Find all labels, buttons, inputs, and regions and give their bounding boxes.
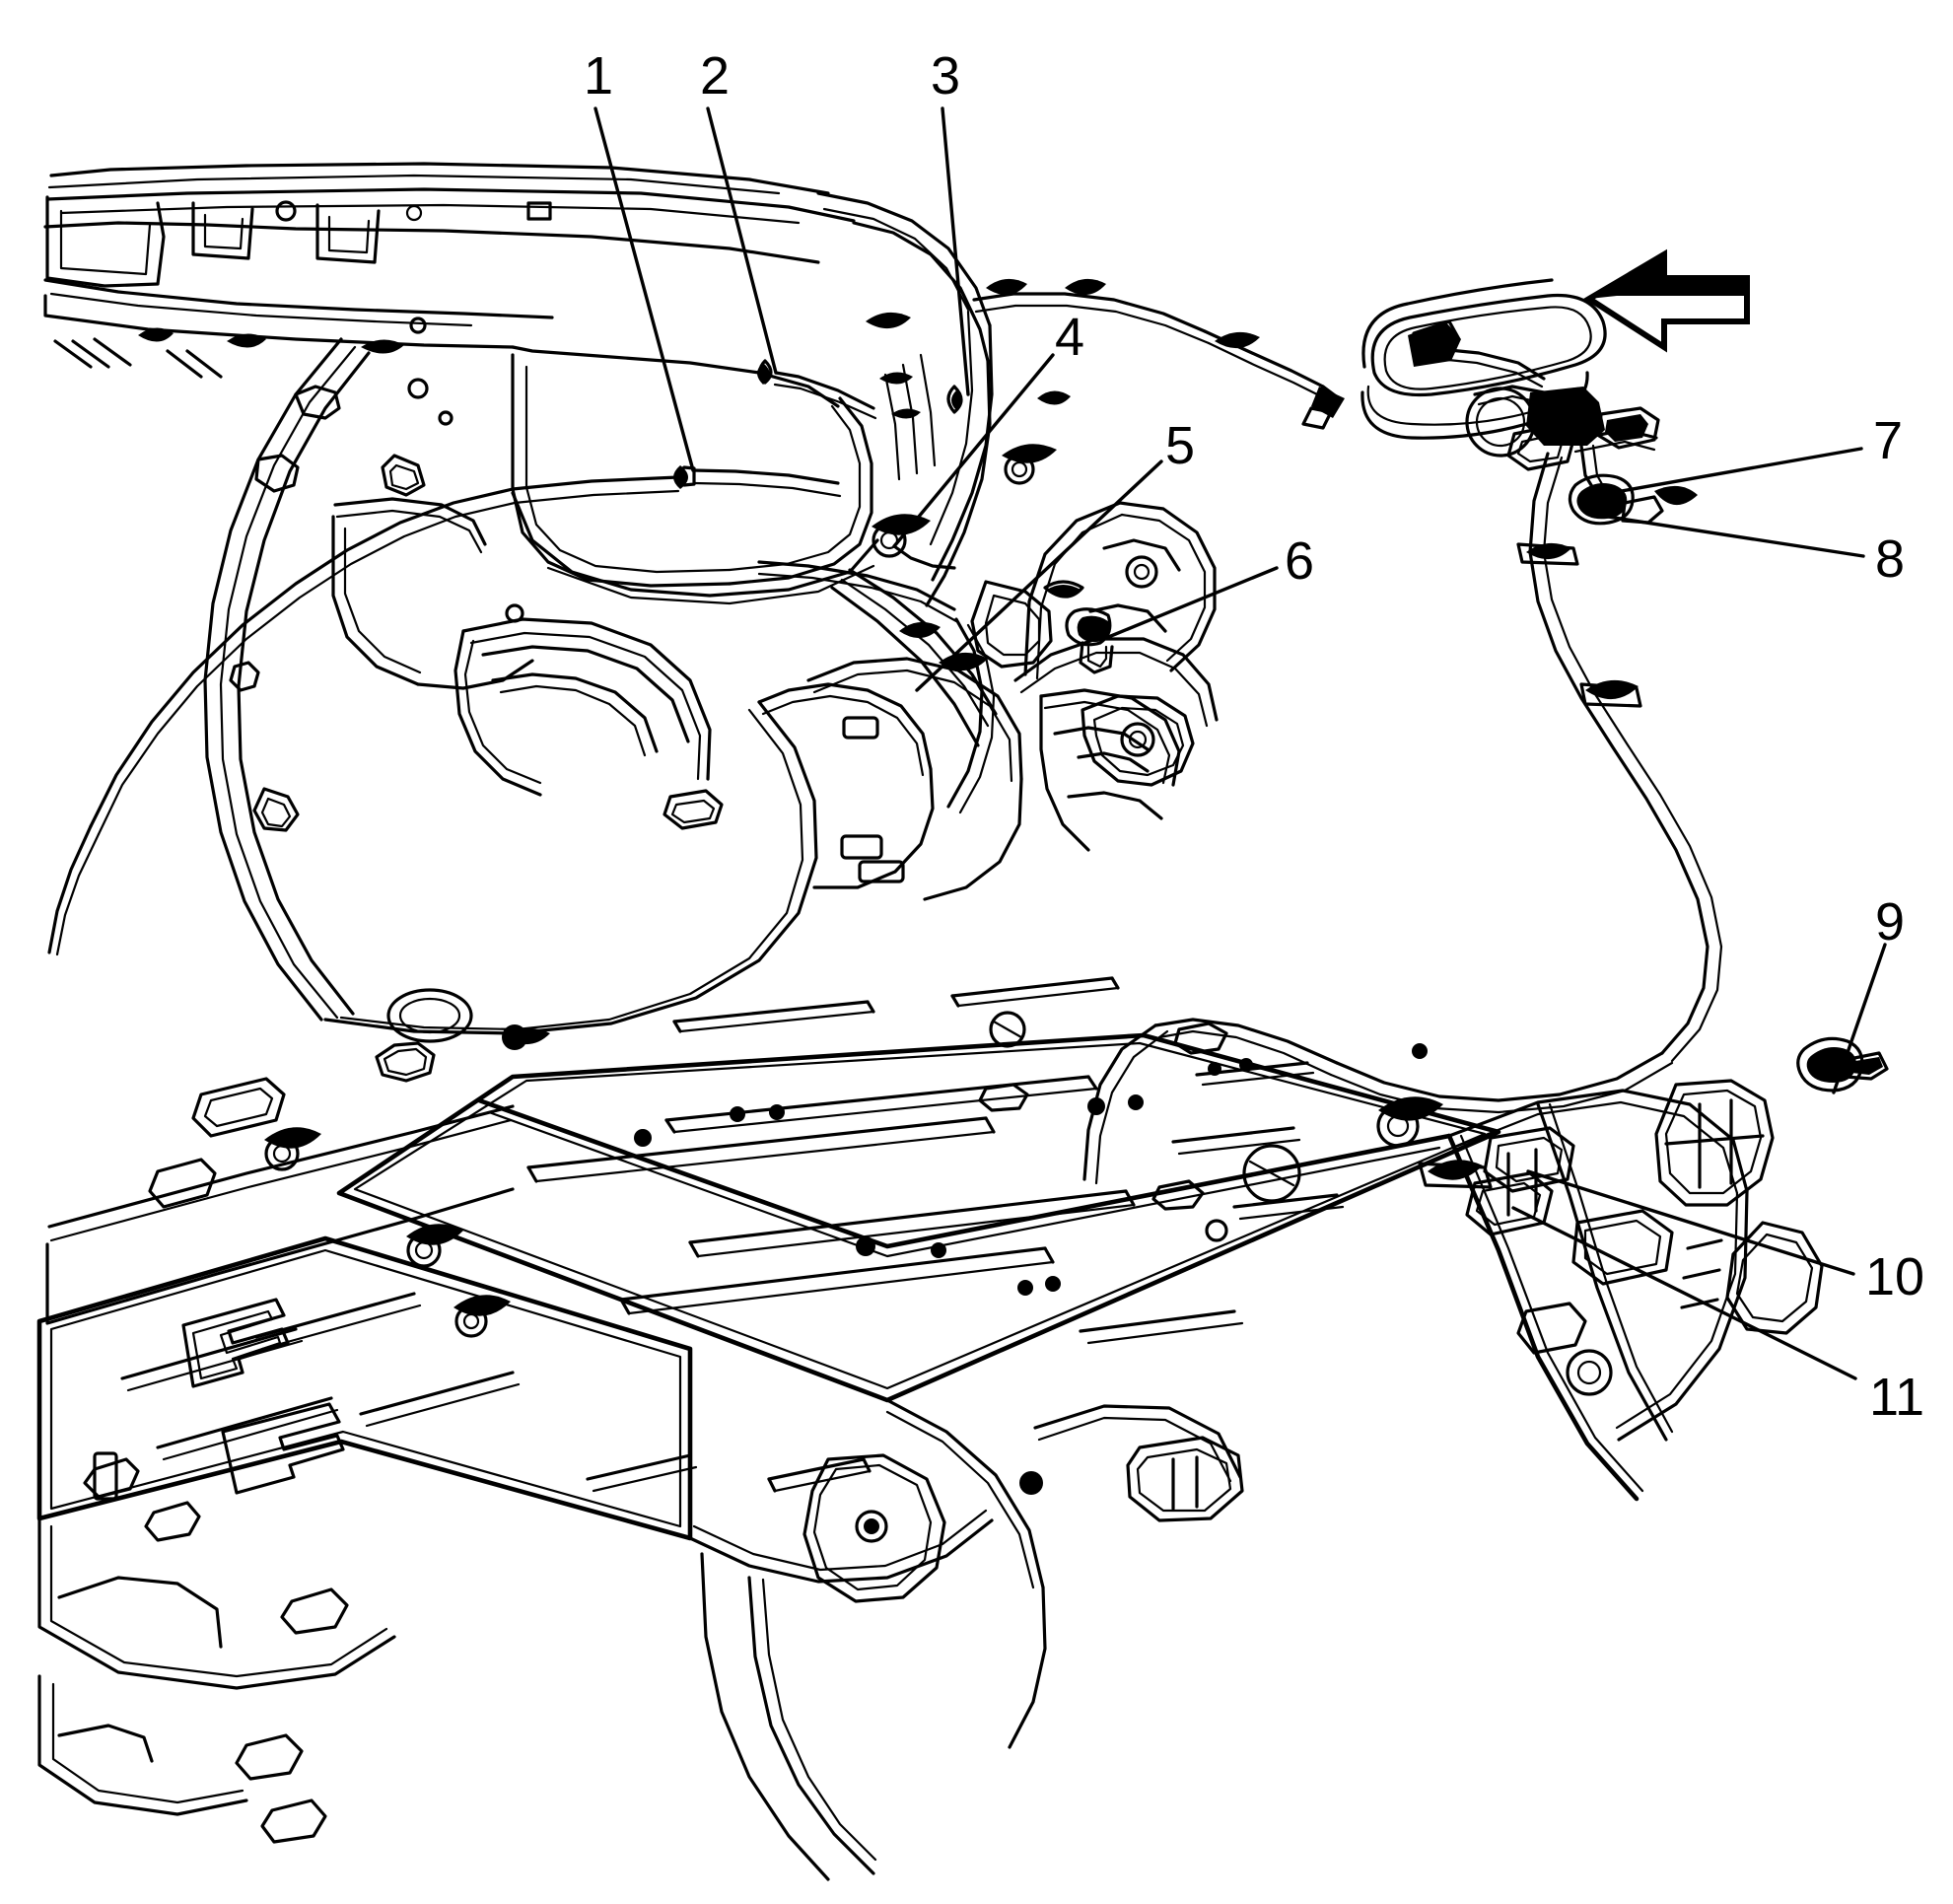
- callout-number-7: 7: [1873, 411, 1904, 470]
- muffler-resonator-assembly: [1360, 278, 1698, 526]
- tunnel-and-sill-extension: [586, 1398, 1244, 1881]
- leader-line-5: [915, 459, 1163, 692]
- leader-line-7: [1597, 447, 1863, 497]
- callout-number-1: 1: [584, 46, 614, 106]
- callout-number-3: 3: [931, 46, 961, 106]
- leader-line-6: [1104, 566, 1279, 640]
- roof-rail-assembly: [43, 162, 856, 379]
- leader-line-11: [1511, 1206, 1857, 1380]
- callout-leader-lines: [593, 106, 1887, 1380]
- leader-line-4: [892, 353, 1055, 548]
- rear-floor-pan: [336, 976, 1501, 1403]
- leader-line-8: [1593, 513, 1865, 558]
- callout-number-8: 8: [1875, 529, 1906, 589]
- vehicle-forward-direction-arrow: [1583, 248, 1750, 353]
- callout-number-11: 11: [1869, 1368, 1925, 1427]
- right-side-parking-brake-cable: [1082, 424, 1889, 1236]
- callout-number-10: 10: [1865, 1247, 1925, 1306]
- leader-line-3: [941, 106, 970, 396]
- right-rear-sill-structure: [1446, 1079, 1824, 1502]
- rear-floor-transition-structure: [663, 501, 1219, 901]
- roof-panel-and-d-pillar: [511, 191, 1071, 607]
- callout-number-4: 4: [1055, 308, 1085, 367]
- rear-wheelhouse-inner-panel: [203, 317, 818, 1050]
- leader-line-1: [593, 106, 695, 472]
- leader-line-10: [1526, 1169, 1855, 1276]
- parking-brake-cable-upper: [47, 278, 1345, 956]
- callout-number-6: 6: [1285, 531, 1315, 591]
- callout-number-9: 9: [1875, 892, 1906, 952]
- leader-line-2: [706, 106, 778, 375]
- leader-line-9: [1832, 943, 1887, 1094]
- callout-number-2: 2: [700, 46, 731, 106]
- callout-number-5: 5: [1165, 416, 1196, 475]
